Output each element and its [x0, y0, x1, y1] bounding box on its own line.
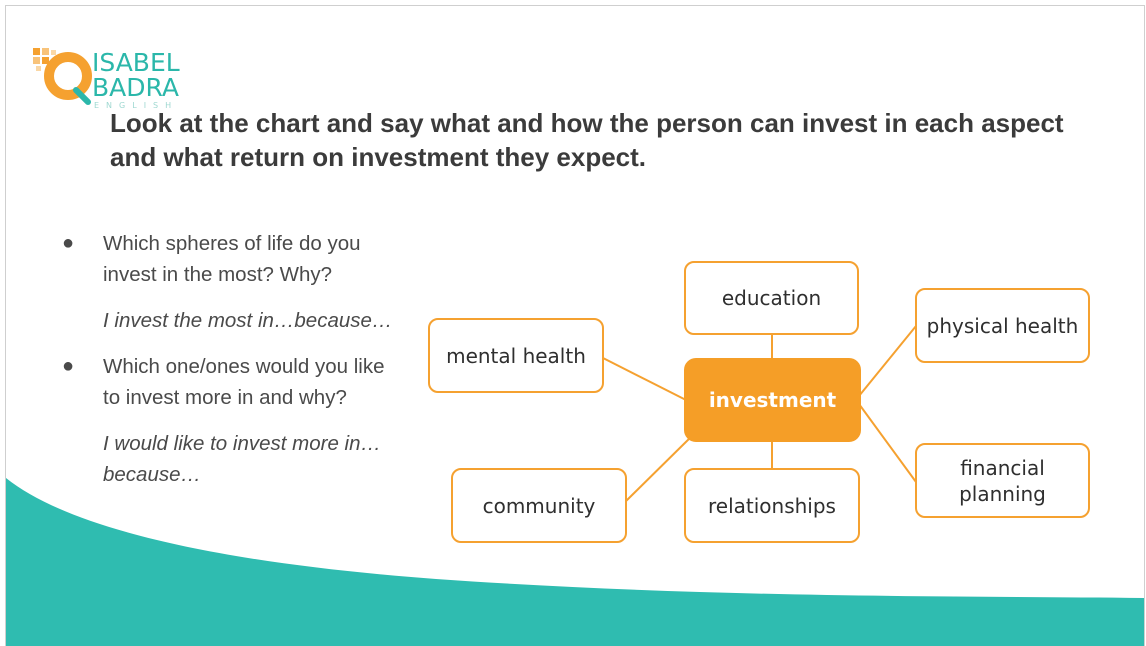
node-mental-health-label: mental health [446, 343, 586, 368]
node-relationships-label: relationships [708, 493, 836, 518]
bullet-icon: ● [62, 355, 75, 377]
questions-list: ● Which spheres of life do you invest in… [62, 228, 402, 490]
node-education: education [684, 261, 859, 335]
teal-wave-shape [6, 478, 1144, 646]
heading-line-2: and what return on investment they expec… [110, 142, 646, 172]
logo-line-1: ISABEL [92, 48, 180, 77]
node-financial-planning-label: financial planning [959, 455, 1046, 506]
node-education-label: education [721, 286, 822, 310]
logo-text: ISABEL BADRA ENGLISH [92, 50, 180, 110]
node-investment: investment [684, 358, 861, 442]
question-2: ● Which one/ones would you like to inves… [62, 351, 402, 413]
slide: ISABEL BADRA ENGLISH Look at the chart a… [6, 6, 1144, 646]
node-investment-label: investment [708, 388, 837, 412]
node-relationships: relationships [684, 468, 860, 543]
question-2-text: Which one/ones would you like to invest … [103, 355, 385, 409]
node-physical-health-label: physical health [926, 313, 1079, 338]
node-financial-planning: financial planning [915, 443, 1090, 518]
logo-line-2: BADRA [92, 73, 179, 102]
node-mental-health: mental health [428, 318, 604, 393]
node-physical-health: physical health [915, 288, 1090, 363]
question-1: ● Which spheres of life do you invest in… [62, 228, 402, 290]
node-community-label: community [482, 493, 596, 518]
heading-line-1: Look at the chart and say what and how t… [110, 108, 1064, 138]
answer-1: I invest the most in…because… [103, 309, 393, 332]
isabel-badra-logo-icon [33, 48, 92, 105]
logo-line-3: ENGLISH [94, 101, 179, 110]
node-community: community [451, 468, 627, 543]
logo: ISABEL BADRA ENGLISH [32, 46, 192, 116]
slide-heading: Look at the chart and say what and how t… [110, 106, 1110, 174]
question-1-text: Which spheres of life do you invest in t… [103, 232, 361, 286]
mindmap-connectors [602, 325, 917, 505]
bullet-icon: ● [62, 232, 75, 254]
answer-2: I would like to invest more in…because… [103, 432, 382, 486]
